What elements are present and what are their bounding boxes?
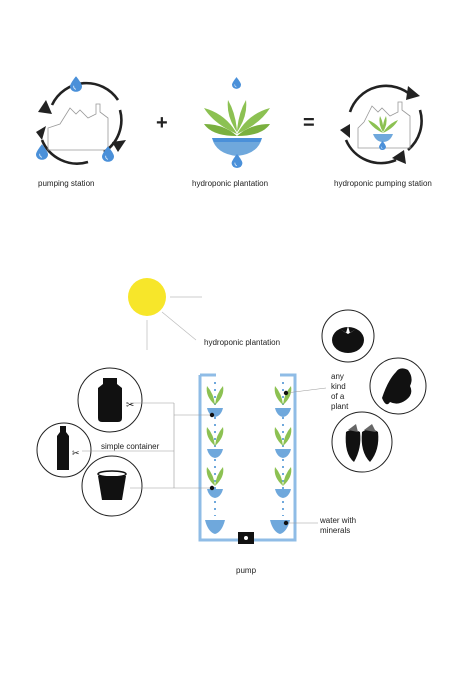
cycle-arrow-left-low	[36, 126, 46, 140]
pumping-station-icon	[36, 76, 126, 165]
leaf-icon	[368, 120, 383, 133]
hydroponic-plantation-icon	[204, 77, 270, 168]
leaf-plant-circle	[369, 357, 427, 415]
water-jug-icon	[98, 378, 122, 422]
leaf-icon	[237, 100, 247, 132]
bucket-icon	[98, 476, 126, 500]
leaf-icon	[237, 124, 270, 136]
bottle-circle: ✂	[36, 422, 92, 478]
bottle-icon	[57, 426, 69, 470]
leaf-icon	[383, 120, 398, 133]
tomato-icon	[332, 327, 364, 353]
strawberry-icon	[345, 430, 361, 462]
cycle-arrow-left	[340, 124, 350, 138]
water-drop-icon	[232, 77, 241, 89]
strawberry-icon	[361, 429, 379, 462]
leaf-icon	[237, 108, 270, 134]
leaf-icon	[204, 124, 237, 136]
scissors-icon: ✂	[72, 449, 80, 459]
water-jug-circle: ✂	[77, 367, 143, 433]
plus-operator: +	[156, 112, 168, 134]
cycle-arrow-right	[406, 86, 420, 100]
water-drop-icon	[379, 141, 386, 150]
strawberry-circle	[331, 411, 393, 473]
label-pump: pump	[236, 566, 257, 575]
hydroponic-system	[198, 373, 297, 544]
water-drop-icon	[231, 154, 243, 168]
sun-icon	[128, 278, 202, 350]
bowl-icon	[373, 134, 393, 142]
label-hydroponic-pumping-station: hydroponic pumping station	[334, 179, 432, 188]
leaf-icon	[382, 116, 387, 132]
label-water-with-minerals: water with minerals	[320, 516, 357, 535]
scissors-icon: ✂	[126, 400, 134, 411]
leaf-icon	[227, 100, 237, 132]
station-building-outline	[357, 101, 411, 149]
leaf-icon	[204, 108, 237, 134]
plant-pot	[206, 467, 224, 498]
cycle-arc-top	[50, 81, 120, 106]
leaf-icon	[379, 116, 384, 132]
plant-pot	[274, 386, 292, 417]
cycle-arc-left	[40, 139, 89, 165]
reservoir-cup	[205, 520, 225, 534]
leaf-plant-icon	[382, 368, 412, 405]
station-building-outline	[47, 103, 109, 151]
label-simple-container: simple container	[101, 442, 160, 451]
plant-pot	[206, 427, 224, 458]
water-drop-icon	[102, 146, 114, 162]
label-any-kind-of-a-plant: any kind of a plant	[331, 372, 349, 411]
cycle-arrow-bottom	[392, 150, 406, 164]
label-hydroponic-plantation: hydroponic plantation	[192, 179, 269, 188]
plant-pot	[274, 467, 292, 498]
hydroponic-pumping-station-icon	[340, 84, 423, 165]
plant-pot	[274, 427, 292, 458]
water-drop-icon	[70, 76, 82, 92]
equals-operator: =	[303, 112, 315, 134]
label-pumping-station: pumping station	[38, 179, 95, 188]
cycle-arrow-right	[112, 140, 126, 152]
water-pipe	[198, 373, 297, 542]
label-hydroponic-plantation-bottom: hydroponic plantation	[204, 338, 281, 347]
callout-lines	[82, 387, 327, 526]
tomato-circle	[321, 309, 375, 363]
cycle-arrow-left	[38, 100, 52, 114]
bucket-circle	[81, 455, 143, 517]
bowl-icon	[212, 138, 262, 156]
